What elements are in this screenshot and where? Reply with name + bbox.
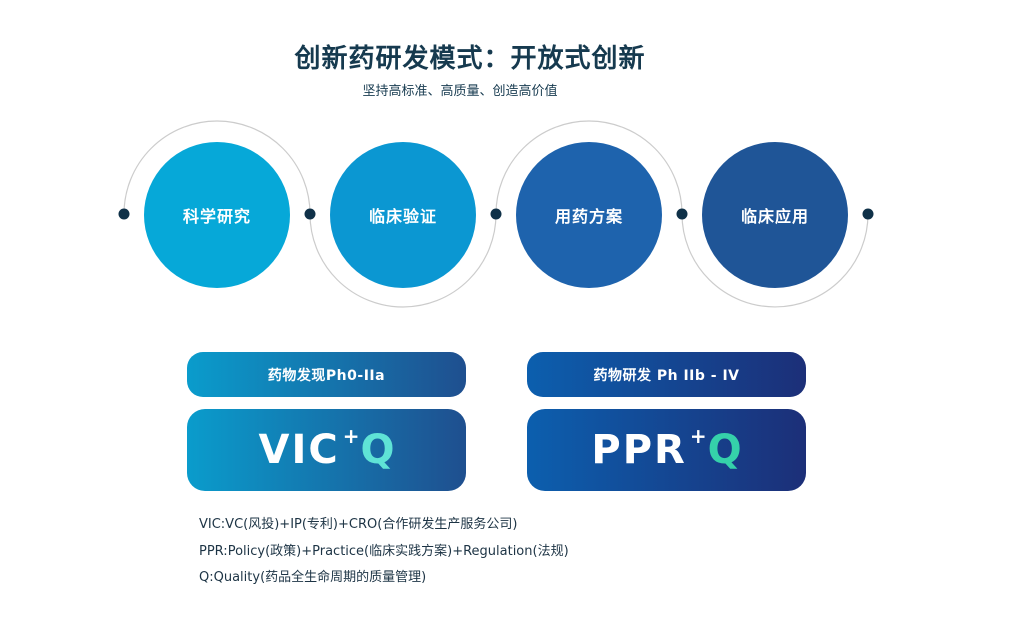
process-node-dot xyxy=(676,208,688,220)
model-q-text: Q xyxy=(707,427,742,473)
step-scientific-research: 科学研究 xyxy=(144,142,290,288)
step-label: 用药方案 xyxy=(554,207,623,226)
step-medication-plan: 用药方案 xyxy=(516,142,662,288)
model-main-text: PPR xyxy=(591,427,687,473)
note-ppr: PPR:Policy(政策)+Practice(临床实践方案)+Regulati… xyxy=(199,543,569,559)
process-connector-rings xyxy=(118,120,874,308)
step-label: 临床验证 xyxy=(368,207,437,226)
step-label: 科学研究 xyxy=(182,207,251,226)
process-node-dot xyxy=(304,208,316,220)
model-ppr-q-box: PPR + Q xyxy=(527,409,806,491)
process-node-dot xyxy=(862,208,874,220)
phase-discovery-pill: 药物发现Ph0-IIa xyxy=(187,352,466,397)
phase-label: 药物研发 Ph IIb - IV xyxy=(593,367,740,384)
model-q-text: Q xyxy=(360,427,395,473)
process-node-dot xyxy=(118,208,130,220)
step-label: 临床应用 xyxy=(740,207,809,226)
process-node-dot xyxy=(490,208,502,220)
note-vic: VIC:VC(风投)+IP(专利)+CRO(合作研发生产服务公司) xyxy=(199,517,518,532)
phase-label: 药物发现Ph0-IIa xyxy=(267,367,386,384)
model-plus-sign: + xyxy=(689,424,707,448)
definitions-notes: VIC:VC(风投)+IP(专利)+CRO(合作研发生产服务公司) PPR:Po… xyxy=(199,512,569,592)
page-subtitle: 坚持高标准、高质量、创造高价值 xyxy=(362,84,558,99)
model-vic-q-box: VIC + Q xyxy=(187,409,466,491)
model-plus-sign: + xyxy=(342,424,360,448)
phase-development-pill: 药物研发 Ph IIb - IV xyxy=(527,352,806,397)
model-main-text: VIC xyxy=(258,427,340,473)
step-clinical-application: 临床应用 xyxy=(702,142,848,288)
step-clinical-validation: 临床验证 xyxy=(330,142,476,288)
note-q: Q:Quality(药品全生命周期的质量管理) xyxy=(199,570,427,585)
page-title: 创新药研发模式：开放式创新 xyxy=(294,44,646,74)
